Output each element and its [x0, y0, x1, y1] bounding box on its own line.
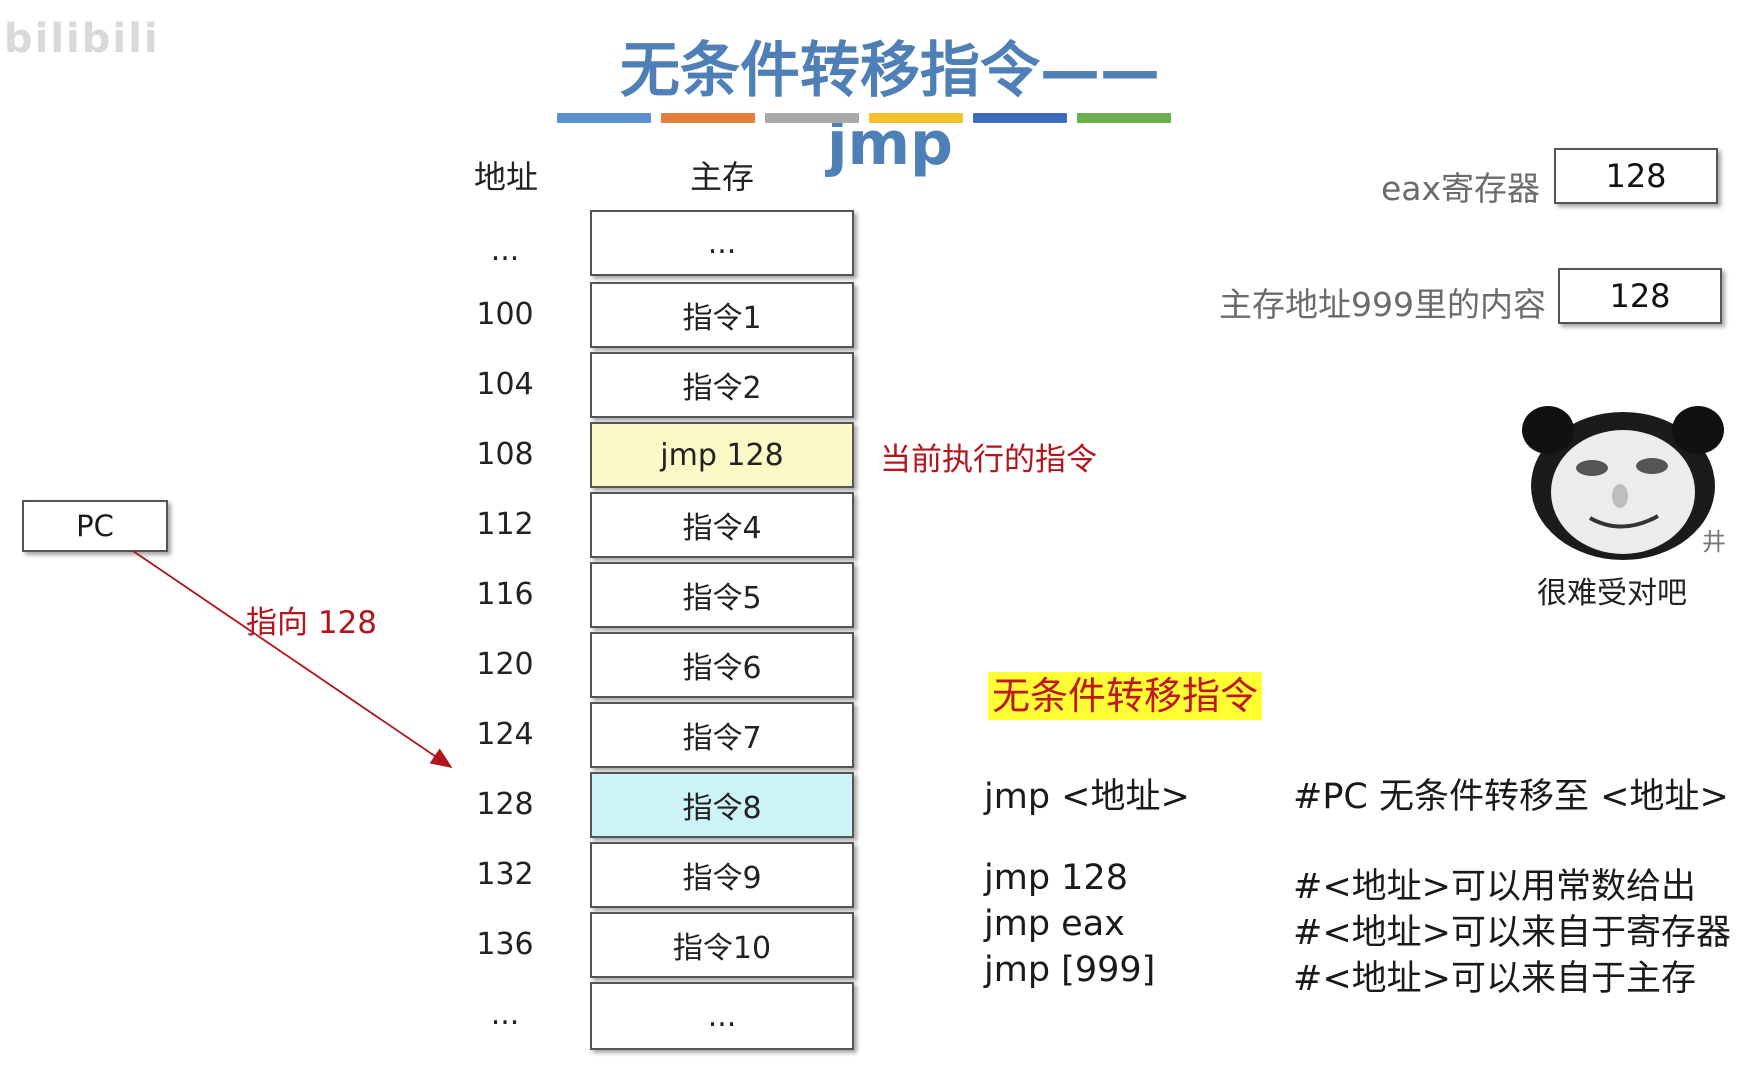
example-code: jmp eax — [984, 904, 1125, 944]
meme-caption: 很难受对吧 — [1520, 568, 1704, 612]
example-comment: #<地址>可以来自于主存 — [1293, 950, 1696, 1001]
example-code: jmp 128 — [984, 858, 1128, 898]
meme-corner-mark: 井 — [1702, 528, 1726, 556]
example-comment: #<地址>可以用常数给出 — [1293, 858, 1696, 909]
example-comment: #<地址>可以来自于寄存器 — [1293, 904, 1731, 955]
example-code: jmp [999] — [984, 950, 1155, 990]
jmp-syntax: jmp <地址> — [984, 768, 1190, 819]
highlight-heading: 无条件转移指令 — [988, 672, 1262, 720]
panda-face-icon: 井 — [1520, 400, 1726, 565]
pc-arrow-label: 指向 128 — [246, 597, 377, 642]
jmp-syntax-comment: #PC 无条件转移至 <地址> — [1293, 768, 1729, 819]
